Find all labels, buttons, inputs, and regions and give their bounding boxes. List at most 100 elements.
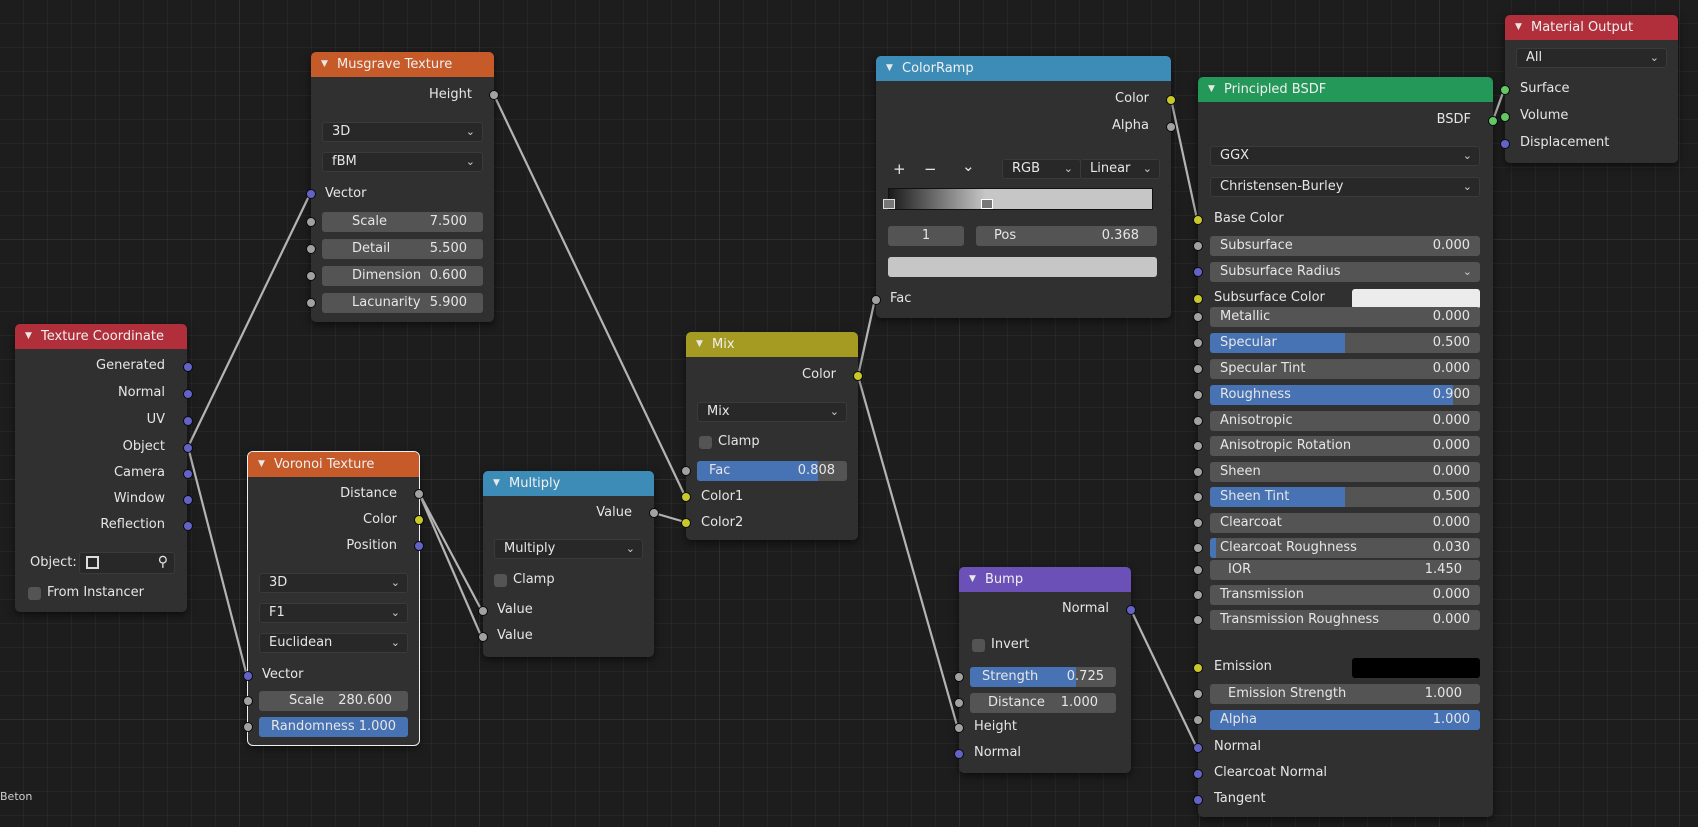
clamp-checkbox[interactable] — [494, 574, 507, 587]
socket-window[interactable] — [183, 495, 193, 505]
node-header[interactable]: ▼Voronoi Texture — [248, 452, 419, 477]
node-header[interactable]: ▼Musgrave Texture — [311, 52, 494, 77]
texture-coordinate-node[interactable]: ▼Texture Coordinate Generated Normal UV … — [15, 324, 193, 612]
add-stop-icon[interactable]: + — [893, 160, 906, 178]
socket-height[interactable] — [489, 90, 499, 100]
object-field[interactable]: ⚲ — [79, 552, 175, 574]
socket-anisotropic[interactable] — [1193, 416, 1203, 426]
node-header[interactable]: ▼Material Output — [1505, 15, 1678, 40]
socket-camera[interactable] — [183, 469, 193, 479]
socket-object[interactable] — [183, 443, 193, 453]
socket-volume[interactable] — [1500, 112, 1510, 122]
collapse-triangle-icon[interactable]: ▼ — [886, 63, 893, 73]
node-header[interactable]: ▼Texture Coordinate — [15, 324, 187, 349]
socket-sheen[interactable] — [1193, 467, 1203, 477]
color-stop-1[interactable] — [980, 199, 993, 209]
socket-clearcoat-roughness[interactable] — [1193, 543, 1203, 553]
socket-ior[interactable] — [1193, 565, 1203, 575]
colorramp-node[interactable]: ▼ColorRamp Color Alpha + − ⌄ RGB⌄ Linear… — [871, 56, 1176, 318]
socket-value-out[interactable] — [649, 508, 659, 518]
socket-alpha-out[interactable] — [1166, 122, 1176, 132]
socket-strength[interactable] — [954, 672, 964, 682]
socket-sheen-tint[interactable] — [1193, 492, 1203, 502]
socket-bsdf-out[interactable] — [1488, 116, 1498, 126]
socket-clearcoat-normal[interactable] — [1193, 769, 1203, 779]
socket-detail[interactable] — [306, 244, 316, 254]
socket-distance[interactable] — [954, 698, 964, 708]
stop-index-field[interactable]: 1 — [888, 226, 964, 246]
socket-roughness[interactable] — [1193, 390, 1203, 400]
node-header[interactable]: ▼Principled BSDF — [1198, 77, 1493, 102]
operation-dropdown[interactable]: Multiply⌄ — [494, 539, 643, 559]
socket-vector[interactable] — [243, 671, 253, 681]
type-dropdown[interactable]: fBM⌄ — [322, 152, 483, 172]
socket-subsurface-radius[interactable] — [1193, 267, 1203, 277]
socket-metallic[interactable] — [1193, 312, 1203, 322]
emission-color-swatch[interactable] — [1352, 658, 1480, 678]
node-header[interactable]: ▼Multiply — [483, 471, 654, 496]
distribution-dropdown[interactable]: GGX⌄ — [1210, 146, 1480, 166]
socket-subsurface-color[interactable] — [1193, 294, 1203, 304]
blend-dropdown[interactable]: Mix⌄ — [697, 402, 847, 422]
socket-normal-out[interactable] — [1126, 605, 1136, 615]
color-mode-dropdown[interactable]: RGB⌄ — [1002, 159, 1081, 179]
socket-subsurface[interactable] — [1193, 241, 1203, 251]
collapse-triangle-icon[interactable]: ▼ — [1515, 22, 1522, 32]
socket-vector[interactable] — [306, 189, 316, 199]
subsurface-radius-dropdown[interactable]: Subsurface Radius⌄ — [1210, 262, 1480, 282]
socket-anisotropic-rotation[interactable] — [1193, 441, 1203, 451]
multiply-node[interactable]: ▼Multiply Value Multiply⌄ Clamp Value Va… — [478, 471, 659, 657]
socket-normal[interactable] — [1193, 743, 1203, 753]
socket-tangent[interactable] — [1193, 795, 1203, 805]
socket-scale[interactable] — [306, 217, 316, 227]
node-header[interactable]: ▼ColorRamp — [876, 56, 1171, 81]
socket-uv[interactable] — [183, 416, 193, 426]
socket-surface[interactable] — [1500, 85, 1510, 95]
node-header[interactable]: ▼Mix — [686, 332, 858, 357]
collapse-triangle-icon[interactable]: ▼ — [258, 459, 265, 469]
collapse-triangle-icon[interactable]: ▼ — [25, 331, 32, 341]
collapse-triangle-icon[interactable]: ▼ — [321, 59, 328, 69]
collapse-triangle-icon[interactable]: ▼ — [969, 574, 976, 584]
socket-clearcoat[interactable] — [1193, 518, 1203, 528]
node-header[interactable]: ▼Bump — [959, 567, 1131, 592]
from-instancer-checkbox[interactable] — [28, 587, 41, 600]
socket-distance[interactable] — [414, 489, 424, 499]
socket-value-2[interactable] — [478, 632, 488, 642]
socket-specular-tint[interactable] — [1193, 364, 1203, 374]
subsurface-color-swatch[interactable] — [1352, 289, 1480, 309]
invert-checkbox[interactable] — [972, 639, 985, 652]
socket-reflection[interactable] — [183, 521, 193, 531]
subsurface-method-dropdown[interactable]: Christensen-Burley⌄ — [1210, 177, 1480, 197]
socket-fac[interactable] — [681, 466, 691, 476]
socket-transmission[interactable] — [1193, 590, 1203, 600]
socket-specular[interactable] — [1193, 338, 1203, 348]
clamp-checkbox[interactable] — [699, 436, 712, 449]
musgrave-texture-node[interactable]: ▼Musgrave Texture Height 3D⌄ fBM⌄ Vector… — [306, 52, 499, 322]
socket-normal[interactable] — [183, 389, 193, 399]
socket-generated[interactable] — [183, 362, 193, 372]
more-options-icon[interactable]: ⌄ — [962, 157, 975, 175]
